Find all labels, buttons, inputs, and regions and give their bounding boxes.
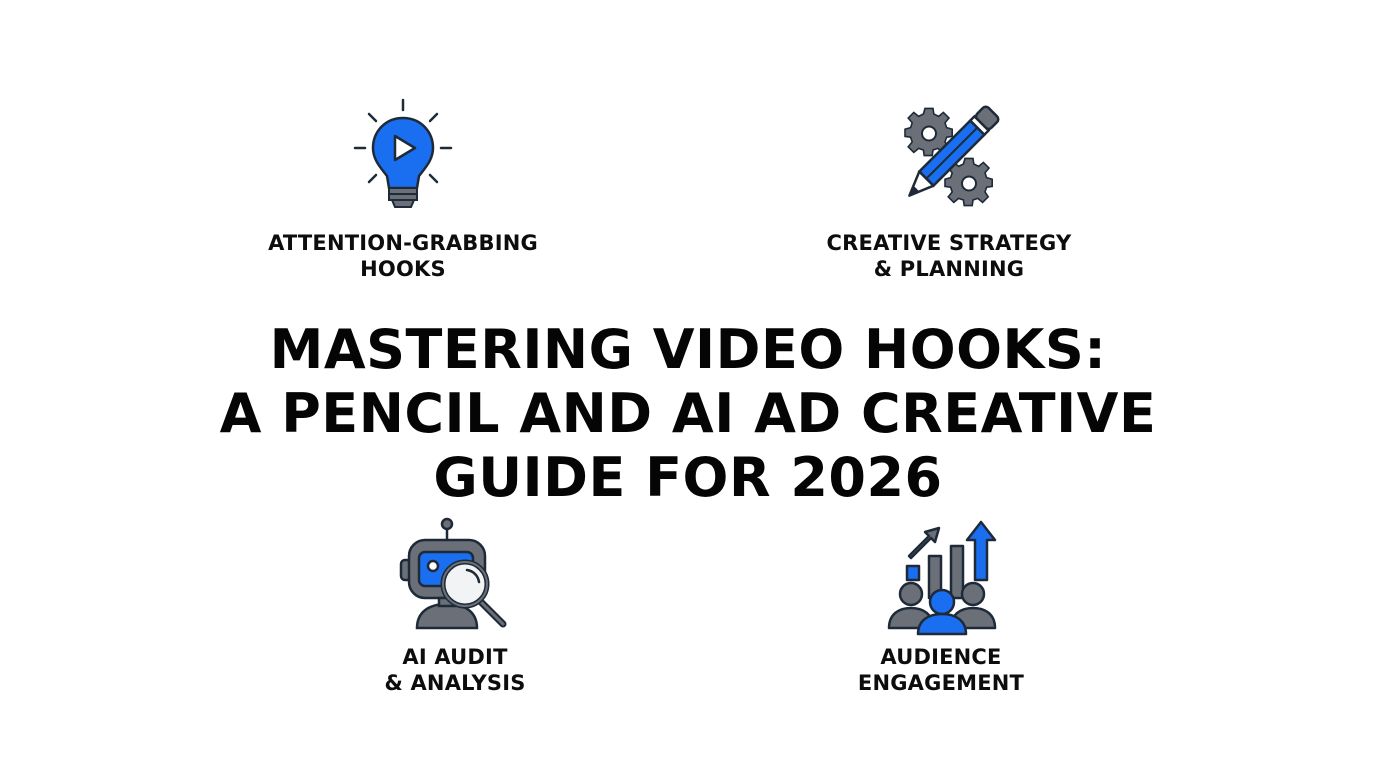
title-line-2: A PENCIL AND AI AD CREATIVE (219, 382, 1157, 445)
page-title: MASTERING VIDEO HOOKS: A PENCIL AND AI A… (0, 318, 1376, 510)
feature-label: AI AUDIT & ANALYSIS (384, 645, 526, 695)
title-line-3: GUIDE FOR 2026 (433, 446, 943, 509)
feature-label: AUDIENCE ENGAGEMENT (857, 645, 1025, 695)
lightbulb-play-icon (353, 98, 453, 208)
audience-growth-chart-icon (887, 520, 997, 636)
feature-label: CREATIVE STRATEGY & PLANNING (826, 231, 1072, 281)
feature-creative-strategy: CREATIVE STRATEGY & PLANNING (799, 96, 1099, 282)
robot-magnifier-icon (399, 517, 507, 630)
feature-ai-audit: AI AUDIT & ANALYSIS (305, 516, 605, 696)
feature-attention-grabbing-hooks: ATTENTION-GRABBING HOOKS (253, 96, 553, 282)
pencil-gears-icon (904, 105, 1000, 207)
title-line-1: MASTERING VIDEO HOOKS: (269, 318, 1107, 381)
feature-audience-engagement: AUDIENCE ENGAGEMENT (791, 516, 1091, 696)
feature-label: ATTENTION-GRABBING HOOKS (268, 231, 538, 281)
